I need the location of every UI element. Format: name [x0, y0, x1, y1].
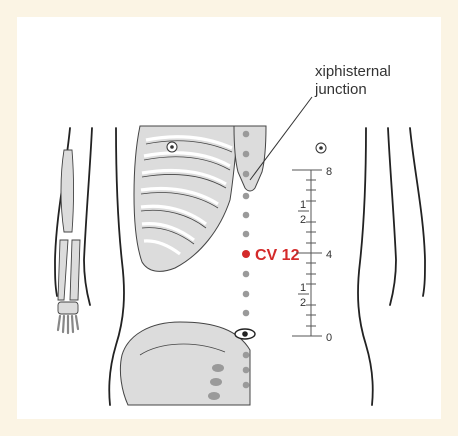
lower-fraction-numerator: 1	[300, 282, 306, 294]
left-arm-bones	[58, 150, 80, 314]
cv12-point	[242, 250, 250, 258]
cv12-label: CV 12	[255, 247, 300, 264]
scale-label-bottom: 0	[326, 332, 332, 344]
radius	[58, 240, 68, 300]
meridian-point	[243, 151, 250, 158]
meridian-point	[243, 212, 250, 219]
pelvis	[120, 322, 250, 405]
meridian-point	[243, 271, 250, 278]
callout-line2: junction	[314, 81, 367, 98]
sternum	[234, 126, 266, 191]
ulna	[70, 240, 80, 300]
measurement-scale	[292, 170, 322, 336]
meridian-point	[243, 231, 250, 238]
callout-line1: xiphisternal	[315, 63, 391, 80]
navel-icon	[235, 329, 255, 339]
right-arm-outer	[410, 128, 425, 296]
humerus	[61, 150, 74, 232]
upper-fraction-denominator: 2	[300, 214, 306, 226]
scale-label-middle: 4	[326, 249, 332, 261]
meridian-point	[243, 352, 250, 359]
right-torso	[358, 128, 373, 405]
meridian-point	[243, 171, 250, 178]
upper-fraction-numerator: 1	[300, 199, 306, 211]
meridian-point	[243, 193, 250, 200]
lower-fraction-denominator: 2	[300, 297, 306, 309]
left-hand-bones	[58, 316, 78, 333]
meridian-point	[243, 382, 250, 389]
meridian-point	[243, 131, 250, 138]
wrist-bone	[58, 302, 78, 314]
nipple-right	[316, 143, 326, 153]
meridian-point	[243, 367, 250, 374]
left-arm-inner	[84, 128, 92, 305]
meridian-point	[243, 310, 250, 317]
right-arm-inner	[388, 128, 396, 305]
scale-label-top: 8	[326, 166, 332, 178]
meridian-point	[243, 291, 250, 298]
nipple-left	[167, 142, 177, 152]
